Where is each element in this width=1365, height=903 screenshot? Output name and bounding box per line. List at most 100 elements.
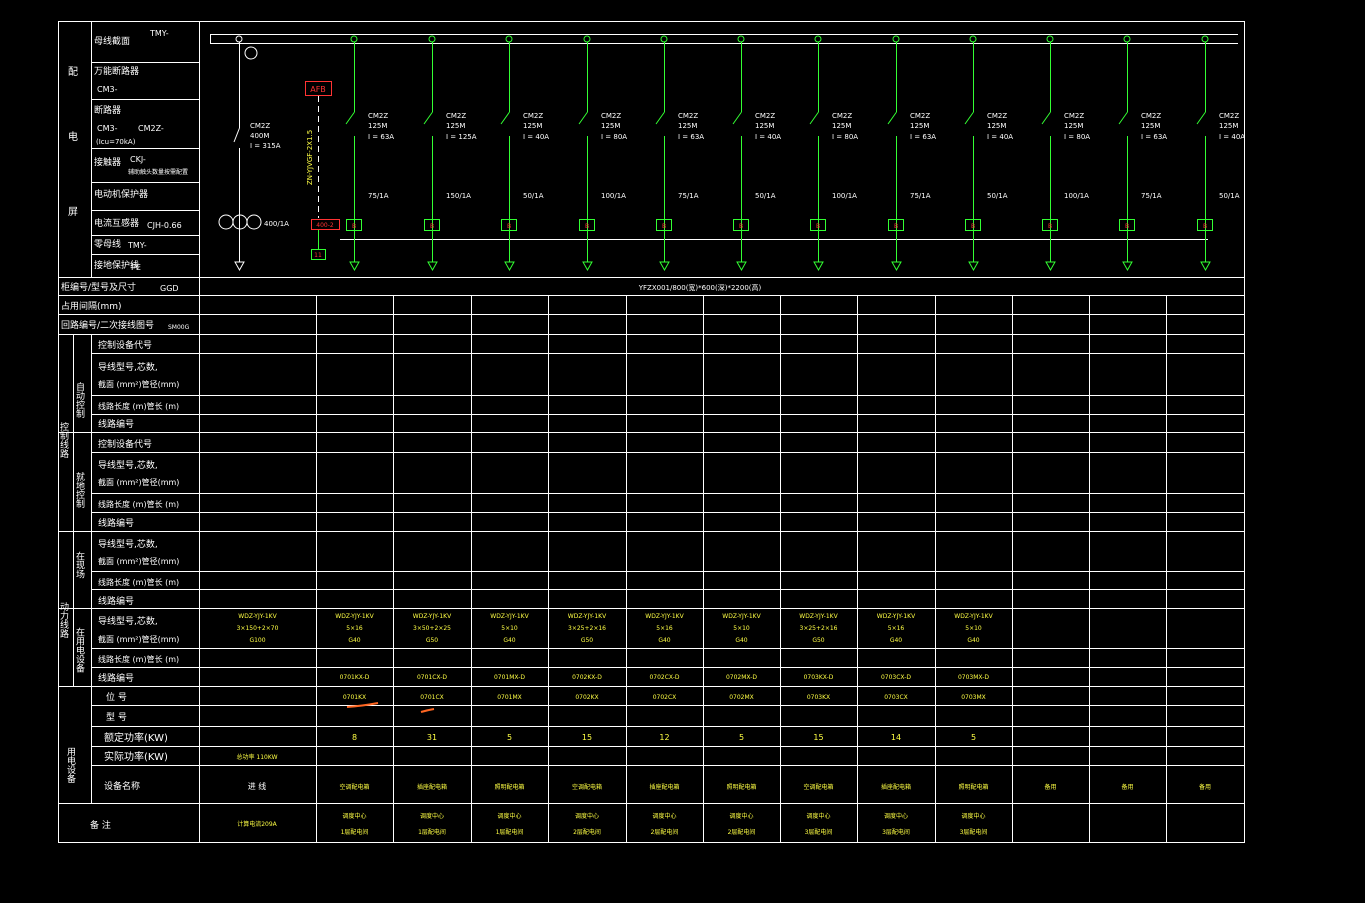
feeder-protector-label: B (971, 223, 975, 230)
field-group-label: 在现场 (74, 550, 85, 579)
panel-item-label: 零母线 (94, 238, 121, 250)
feeder-bus-node (505, 35, 513, 43)
remark-line2: 1层配电间 (496, 828, 524, 836)
feeder-protector-box (346, 219, 362, 231)
panel-item-label: 接地保护线 (94, 259, 139, 271)
meter-box-label: 400-2 (316, 222, 334, 229)
feeder-bus-node (814, 35, 822, 43)
feeder-breaker-frame: 125M (1219, 122, 1238, 130)
position-cell: 0703MX (961, 694, 986, 701)
aux-box (311, 249, 326, 260)
panel-title-char: 屏 (68, 206, 78, 218)
pe-value: PE (131, 263, 141, 272)
feeder-breaker-frame: 125M (523, 122, 542, 130)
feeder-breaker-contact (809, 111, 819, 125)
position-cell: 0701CX (420, 694, 444, 701)
device-name-cell: 照明配电箱 (494, 783, 524, 791)
feeder-breaker-model: CM2Z (987, 112, 1007, 120)
feeder-breaker-contact (887, 111, 897, 125)
feeder-arrow (427, 261, 438, 272)
control-group-label: 控制线路 (58, 421, 69, 459)
afb-label: AFB (310, 85, 326, 94)
remark-line2: 3层配电间 (805, 828, 833, 836)
position-cell: 0702KX (575, 694, 598, 701)
feeder-arrow (504, 261, 515, 272)
feeder-ct-ratio: 100/1A (832, 192, 857, 200)
feeder-arrow (813, 261, 824, 272)
feeder-protector-box (1119, 219, 1135, 231)
feeder-ct-ratio: 150/1A (446, 192, 471, 200)
remark-line2: 3层配电间 (882, 828, 910, 836)
panel-item-label: 电动机保护器 (94, 188, 148, 200)
feeder-breaker-rating: I = 63A (368, 133, 394, 141)
cable-cores: 3×25+2×16 (568, 625, 606, 632)
cable-cores: 3×50+2×25 (413, 625, 451, 632)
device-name-cell: 备用 (1121, 783, 1133, 791)
feeder-breaker-rating: I = 40A (1219, 133, 1245, 141)
feeder-breaker-rating: I = 80A (832, 133, 858, 141)
feeder-protector-box (1197, 219, 1213, 231)
feeder-bus-node (969, 35, 977, 43)
remark-line1: 调度中心 (575, 812, 599, 820)
row-device-name: 设备名称 (104, 780, 140, 792)
remark-line2: 2层配电间 (651, 828, 679, 836)
cable-cores: 5×10 (965, 625, 982, 632)
incoming-breaker-model: CM2Z (250, 122, 270, 130)
contactor-note: 辅助触头数量按需配置 (128, 168, 188, 176)
row-line-length-3: 线路长度 (m)管长 (m) (98, 577, 179, 587)
feeder-breaker-model: CM2Z (523, 112, 543, 120)
row-wire-spec-2: 导线型号,芯数, (98, 459, 158, 471)
incoming-ct-icon (218, 214, 234, 230)
cable-cores: 5×10 (733, 625, 750, 632)
feeder-arrow (582, 261, 593, 272)
panel-item-label: 接触器 (94, 156, 121, 168)
cable-conduit: G40 (967, 637, 979, 644)
incoming-cable-tag: ZN-YJVGF-2X1.5 (306, 130, 314, 185)
feeder-breaker-frame: 125M (755, 122, 774, 130)
line-number-cell: 0702KX-D (572, 674, 602, 681)
feeder-breaker-rating: I = 63A (1141, 133, 1167, 141)
line-number-cell: 0703MX-D (958, 674, 989, 681)
busbar-value: TMY- (149, 29, 169, 38)
mccb-value: CM3- (97, 124, 118, 133)
remark-line1: 调度中心 (884, 812, 908, 820)
remark-line2: 1层配电间 (418, 828, 446, 836)
row-wire-spec-3: 导线型号,芯数, (98, 538, 158, 550)
feeder-breaker-model: CM2Z (601, 112, 621, 120)
remark-line2: 2层配电间 (573, 828, 601, 836)
device-name-cell: 备用 (1044, 783, 1056, 791)
cable-conduit: G40 (503, 637, 515, 644)
incoming-indicator-circle (244, 46, 258, 60)
cable-conduit: G100 (249, 637, 265, 644)
remark-line2: 3层配电间 (960, 828, 988, 836)
position-cell: 0703CX (884, 694, 908, 701)
meter-box (311, 219, 340, 230)
feeder-breaker-frame: 125M (446, 122, 465, 130)
mccb-value2: CM2Z- (138, 124, 164, 133)
incoming-ct-ratio: 400/1A (264, 220, 289, 228)
device-name-cell: 插座配电箱 (881, 783, 911, 791)
auto-control-label: 自动控制 (74, 381, 85, 418)
width-label: 占用间隔(mm) (61, 300, 122, 312)
feeder-breaker-contact (500, 111, 510, 125)
field-group2-label: 在用电设备 (74, 626, 85, 672)
incoming-breaker-rating: I = 315A (250, 142, 281, 150)
feeder-breaker-contact (732, 111, 742, 125)
cable-model: WDZ-YJY-1KV (490, 613, 529, 620)
feeder-ct-ratio: 50/1A (1219, 192, 1240, 200)
feeder-arrow (736, 261, 747, 272)
row-line-no-2: 线路编号 (98, 517, 134, 529)
row-position: 位 号 (106, 691, 127, 703)
feeder-protector-label: B (507, 223, 511, 230)
cable-model: WDZ-YJY-1KV (954, 613, 993, 620)
incoming-bus-node (235, 35, 243, 43)
rated-power-cell: 8 (352, 733, 357, 742)
feeder-protector-box (810, 219, 826, 231)
